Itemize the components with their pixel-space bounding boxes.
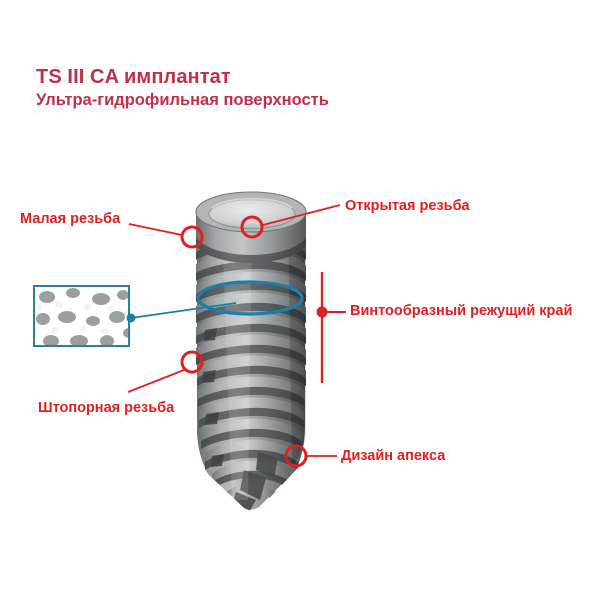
- callout-leader-cutting-edge: [316, 272, 346, 383]
- callout-leader-small-thread: [128, 223, 204, 249]
- page-title: TS III CA имплантат: [36, 66, 231, 88]
- implant-body: [195, 191, 307, 511]
- marker-circle-apex-design: [284, 444, 308, 468]
- callout-leader-corkscrew-thread: [127, 350, 204, 393]
- marker-circle-small-thread: [180, 225, 204, 249]
- surface-highlight-group: [126, 280, 304, 323]
- inset-connector-dot: [126, 313, 136, 323]
- callout-label-small-thread: Малая резьба: [20, 211, 121, 227]
- sem-texture: [35, 287, 128, 345]
- marker-circle-open-thread: [240, 215, 264, 239]
- page-subtitle: Ультра-гидрофильная поверхность: [36, 91, 329, 109]
- callout-label-screw-cutting-edge: Винтообразный режущий край: [350, 303, 573, 319]
- marker-dot-cutting-edge: [316, 306, 328, 318]
- callout-label-corkscrew-thread: Штопорная резьба: [38, 400, 175, 416]
- marker-circle-corkscrew-thread: [180, 350, 204, 374]
- callout-leader-apex-design: [284, 444, 337, 468]
- callout-label-open-thread: Открытая резьба: [345, 198, 470, 214]
- title-block: TS III CA имплантат Ультра-гидрофильная …: [36, 66, 456, 111]
- callout-label-apex-design: Дизайн апекса: [341, 448, 446, 464]
- callout-leader-open-thread: [240, 204, 341, 239]
- sem-micrograph-inset: [33, 285, 130, 347]
- surface-highlight-ellipse: [196, 280, 304, 316]
- cutting-notches: [202, 328, 224, 467]
- inset-connector-line: [130, 302, 237, 319]
